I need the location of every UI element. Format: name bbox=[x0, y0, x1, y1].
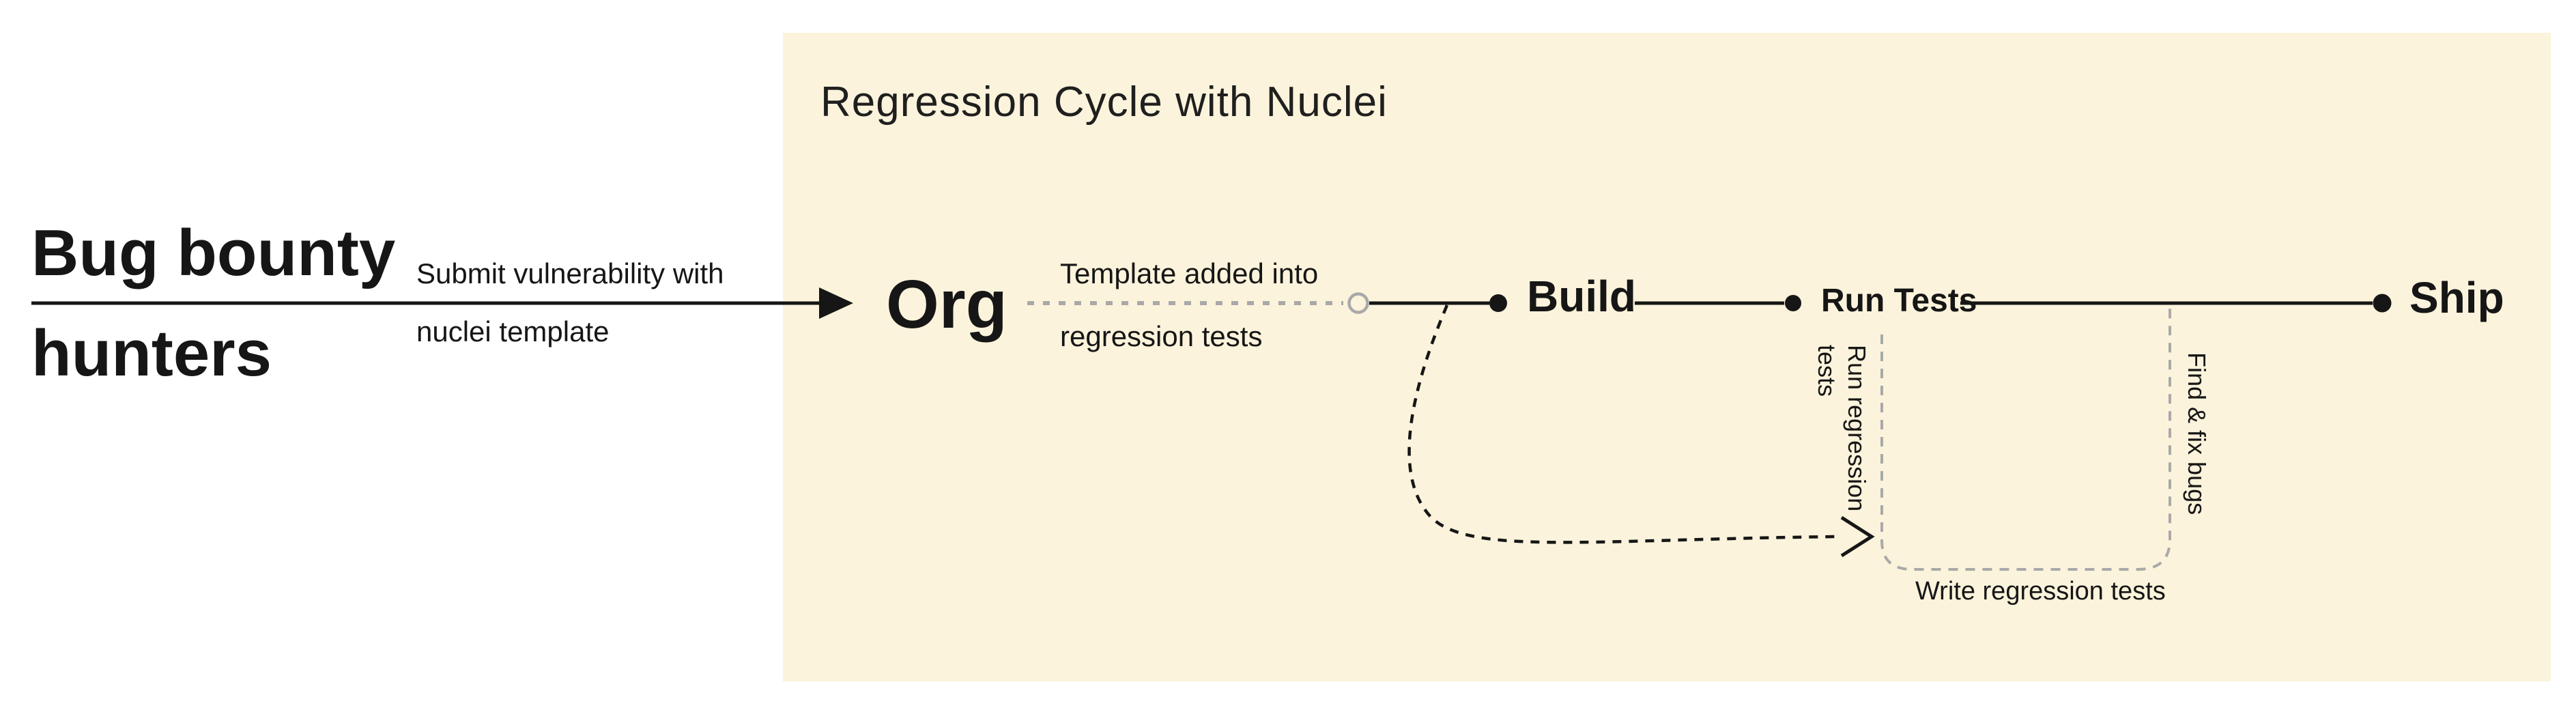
template-note-line1: Template added into bbox=[1060, 257, 1319, 289]
timeline-node-build: Build bbox=[1527, 272, 1636, 321]
submit-arrow-label-top: Submit vulnerability with bbox=[416, 257, 724, 289]
timeline-node-ship: Ship bbox=[2409, 273, 2504, 322]
feedback-dashed-curve bbox=[1407, 304, 1838, 544]
regression-loop-bracket bbox=[1880, 306, 2171, 571]
pipeline-start-circle-icon bbox=[1347, 292, 1369, 314]
actor-label-line1: Bug bounty bbox=[31, 216, 396, 289]
panel-title: Regression Cycle with Nuclei bbox=[820, 79, 1388, 126]
node-dot-ship-icon bbox=[2373, 294, 2392, 313]
feedback-open-arrowhead-icon bbox=[1840, 515, 1875, 558]
actor-label-line2: hunters bbox=[31, 317, 272, 390]
submit-arrow-label-bottom: nuclei template bbox=[416, 315, 610, 348]
run-regression-tests-vertical-label: Run regression tests bbox=[1812, 345, 1872, 511]
submit-arrowhead-icon bbox=[819, 287, 853, 319]
node-dot-run-tests-icon bbox=[1785, 295, 1801, 311]
org-node-label: Org bbox=[886, 266, 1007, 343]
node-dot-build-icon bbox=[1489, 294, 1507, 312]
run-regression-line2: tests bbox=[1813, 345, 1841, 397]
regression-cycle-panel bbox=[783, 33, 2551, 681]
timeline-node-run-tests: Run Tests bbox=[1821, 283, 1977, 319]
template-note-line2: regression tests bbox=[1060, 320, 1263, 352]
run-regression-line1: Run regression bbox=[1843, 345, 1871, 512]
find-fix-bugs-vertical-label: Find & fix bugs bbox=[2183, 352, 2211, 515]
write-regression-tests-label: Write regression tests bbox=[1915, 577, 2166, 606]
